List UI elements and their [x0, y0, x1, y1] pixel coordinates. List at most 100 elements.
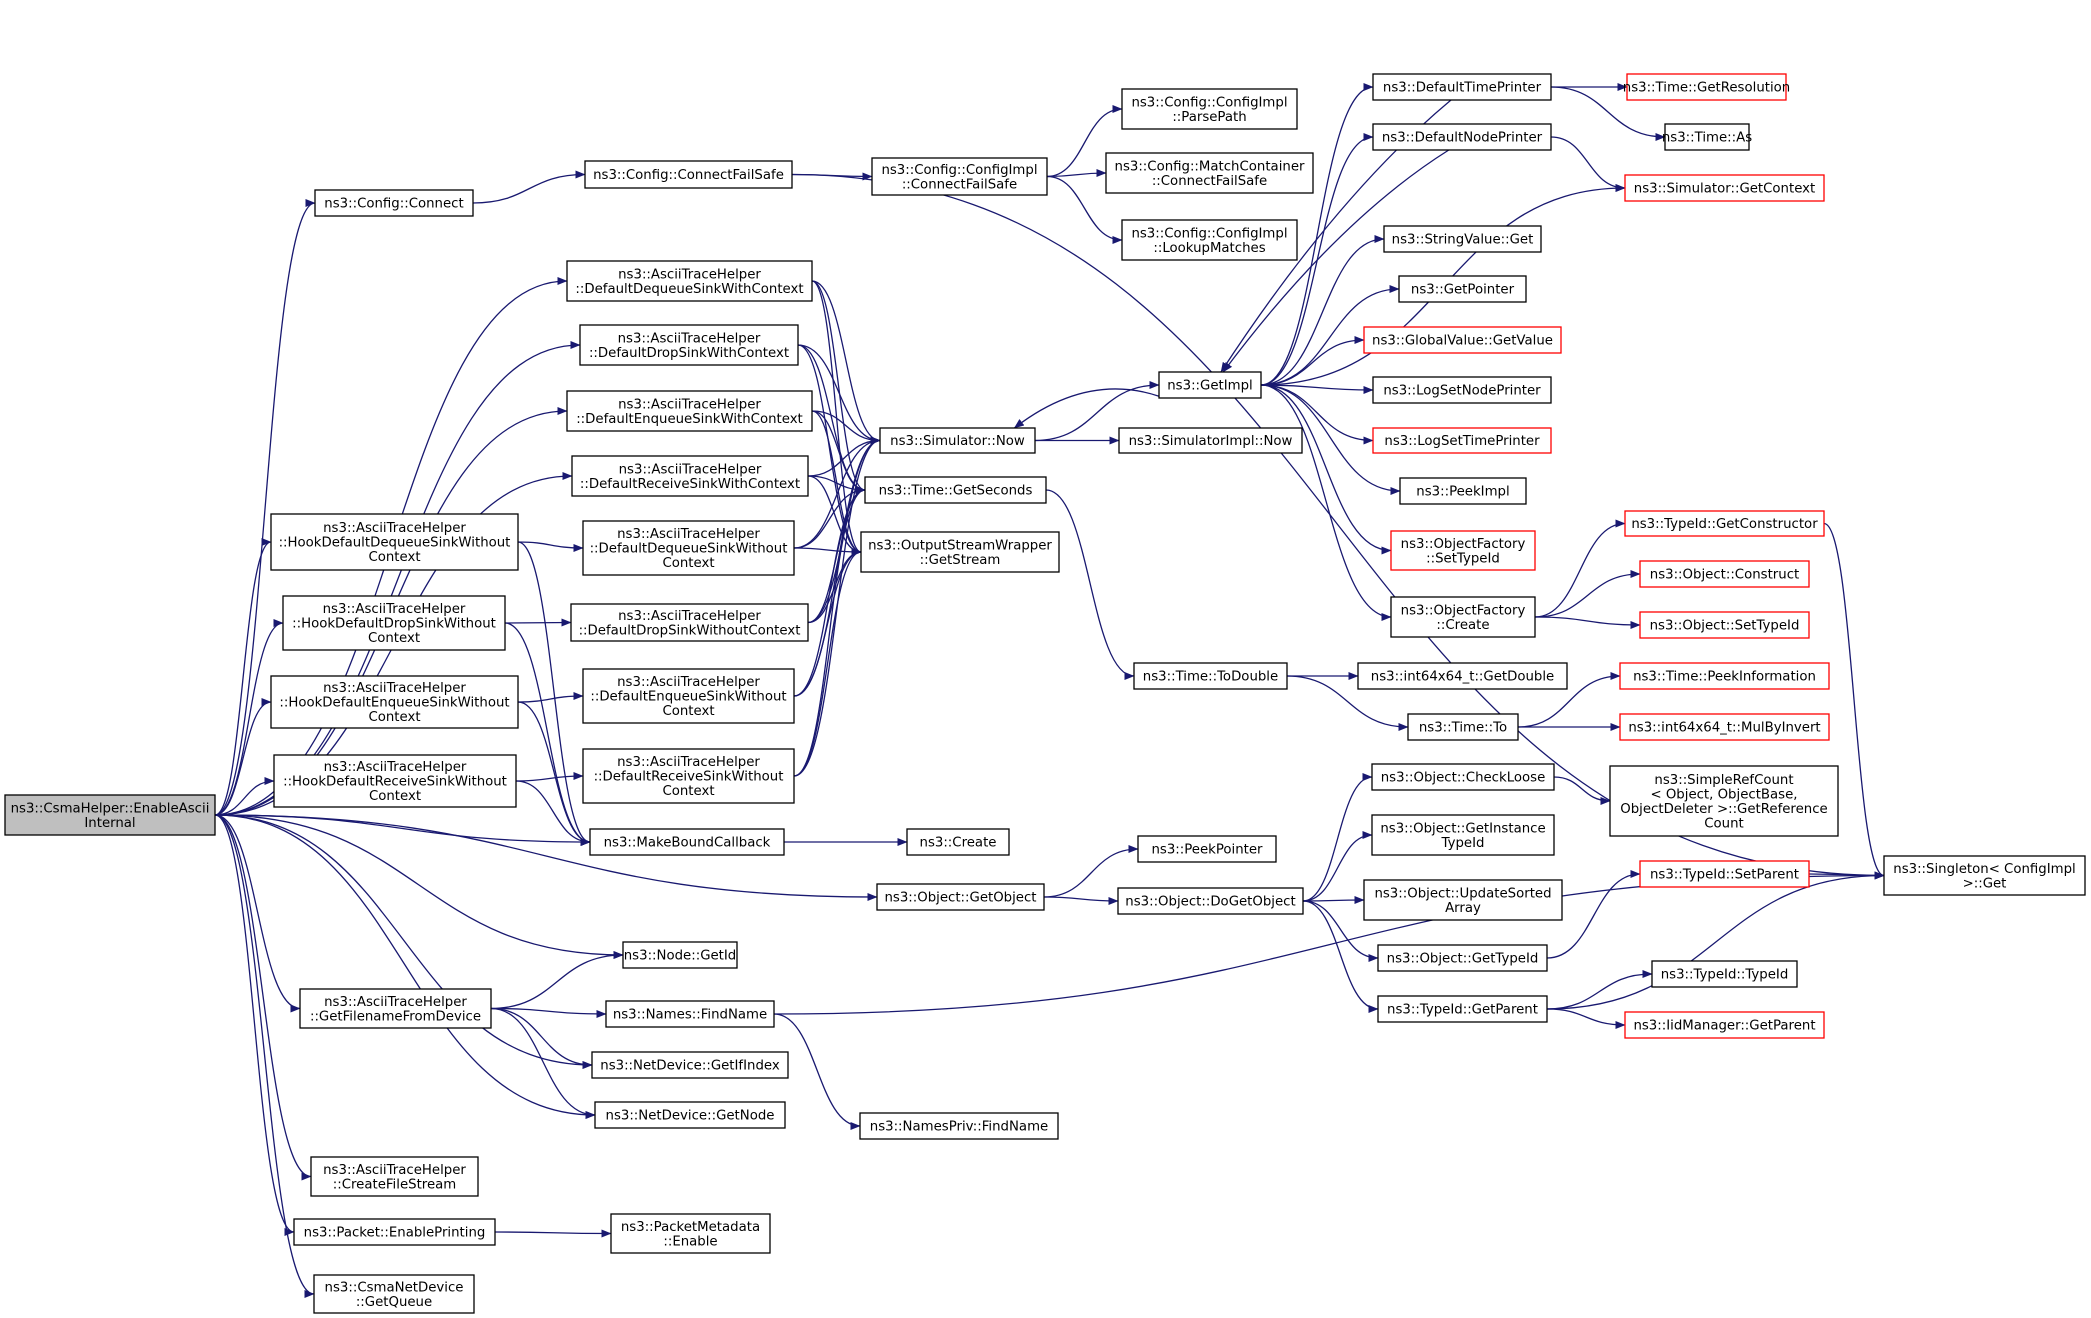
node-simpleRefCount[interactable]: ns3::SimpleRefCount< Object, ObjectBase,…: [1609, 765, 1839, 837]
node-box: [1371, 763, 1555, 791]
node-nodeGetId[interactable]: ns3::Node::GetId: [622, 941, 738, 969]
node-dfltDequeueCtx[interactable]: ns3::AsciiTraceHelper::DefaultDequeueSin…: [566, 260, 813, 302]
node-label: ns3::NetDevice::GetIfIndex: [600, 1059, 780, 1074]
node-label: ns3::AsciiTraceHelper: [323, 1163, 466, 1178]
node-globalValueGetValue[interactable]: ns3::GlobalValue::GetValue: [1363, 326, 1562, 354]
node-csmaGetQueue[interactable]: ns3::CsmaNetDevice::GetQueue: [313, 1274, 475, 1314]
node-simNow[interactable]: ns3::Simulator::Now: [879, 427, 1036, 454]
node-objConstruct[interactable]: ns3::Object::Construct: [1639, 560, 1810, 588]
edge-hookReceive-to-dfltReceiveNoCtx: [515, 772, 584, 782]
node-netdevGetIfIndex[interactable]: ns3::NetDevice::GetIfIndex: [591, 1051, 789, 1079]
node-namesFindName[interactable]: ns3::Names::FindName: [605, 1000, 775, 1028]
node-typeIdGetConstructor[interactable]: ns3::TypeId::GetConstructor: [1624, 510, 1825, 537]
node-hookEnqueue[interactable]: ns3::AsciiTraceHelper::HookDefaultEnqueu…: [270, 675, 519, 729]
node-objFactCreate[interactable]: ns3::ObjectFactory::Create: [1390, 596, 1536, 638]
node-hookDrop[interactable]: ns3::AsciiTraceHelper::HookDefaultDropSi…: [282, 595, 506, 651]
node-timeGetSeconds[interactable]: ns3::Time::GetSeconds: [864, 476, 1047, 504]
node-create[interactable]: ns3::Create: [906, 828, 1010, 856]
node-cfgConnect[interactable]: ns3::Config::Connect: [314, 189, 474, 217]
edge-namesFindName-to-namesPrivFindName: [773, 1013, 861, 1130]
node-makeBoundCallback[interactable]: ns3::MakeBoundCallback: [589, 828, 785, 856]
node-dfltDequeueNoCtx[interactable]: ns3::AsciiTraceHelper::DefaultDequeueSin…: [582, 520, 795, 576]
edge-getFilename-to-netdevGetNode: [490, 1007, 596, 1119]
node-implConnectFailSafe[interactable]: ns3::Config::ConfigImpl::ConnectFailSafe: [871, 157, 1048, 196]
node-typeIdGetParent[interactable]: ns3::TypeId::GetParent: [1377, 995, 1548, 1023]
node-cfgConnectFailSafe[interactable]: ns3::Config::ConnectFailSafe: [584, 160, 793, 189]
node-getImpl[interactable]: ns3::GetImpl: [1158, 371, 1262, 399]
node-oswGetStream[interactable]: ns3::OutputStreamWrapper::GetStream: [860, 531, 1060, 573]
node-hookDequeue[interactable]: ns3::AsciiTraceHelper::HookDefaultDequeu…: [270, 513, 519, 571]
edge-getImpl-to-globalValueGetValue: [1260, 336, 1365, 386]
node-implParsePath[interactable]: ns3::Config::ConfigImpl::ParsePath: [1121, 88, 1298, 130]
node-int64MulByInvert[interactable]: ns3::int64x64_t::MulByInvert: [1619, 713, 1830, 741]
node-objSetTypeId[interactable]: ns3::Object::SetTypeId: [1639, 611, 1810, 639]
edge-dfltDequeueCtx-to-oswGetStream: [811, 280, 862, 556]
node-box: [610, 1213, 771, 1254]
node-label: ns3::IidManager::GetParent: [1633, 1019, 1815, 1034]
node-matchConnectFailSafe[interactable]: ns3::Config::MatchContainer::ConnectFail…: [1105, 152, 1314, 194]
node-label: ns3::Create: [920, 836, 997, 851]
node-objGetTypeId[interactable]: ns3::Object::GetTypeId: [1377, 944, 1548, 972]
node-dfltDropNoCtx[interactable]: ns3::AsciiTraceHelper::DefaultDropSinkWi…: [570, 603, 809, 642]
node-peekImpl[interactable]: ns3::PeekImpl: [1399, 477, 1527, 505]
node-box: [1626, 73, 1787, 101]
node-logSetTimePrinter[interactable]: ns3::LogSetTimePrinter: [1372, 427, 1552, 454]
edge-typeIdGetConstructor-to-singletonGet: [1823, 522, 1885, 880]
node-typeIdSetParent[interactable]: ns3::TypeId::SetParent: [1639, 860, 1810, 888]
node-singletonGet[interactable]: ns3::Singleton< ConfigImpl>::Get: [1883, 855, 2086, 896]
node-dfltReceiveNoCtx[interactable]: ns3::AsciiTraceHelper::DefaultReceiveSin…: [582, 748, 795, 804]
node-timeGetResolution[interactable]: ns3::Time::GetResolution: [1623, 73, 1790, 101]
edge-objFactCreate-to-objSetTypeId: [1534, 616, 1641, 629]
node-pktMetaEnable[interactable]: ns3::PacketMetadata::Enable: [610, 1213, 771, 1254]
edge-timeGetSeconds-to-timeToDouble: [1045, 489, 1135, 680]
node-objCheckLoose[interactable]: ns3::Object::CheckLoose: [1371, 763, 1555, 791]
node-simImplNow[interactable]: ns3::SimulatorImpl::Now: [1118, 427, 1303, 454]
node-dfltReceiveCtx[interactable]: ns3::AsciiTraceHelper::DefaultReceiveSin…: [571, 455, 809, 497]
edge-objDoGetObject-to-objUpdateSortedArray: [1302, 896, 1365, 905]
node-stringValueGet[interactable]: ns3::StringValue::Get: [1383, 225, 1542, 253]
node-box: [584, 160, 793, 189]
node-label: ns3::AsciiTraceHelper: [323, 681, 466, 696]
node-dfltDropCtx[interactable]: ns3::AsciiTraceHelper::DefaultDropSinkWi…: [579, 324, 799, 366]
edge-defaultTimePrinter-to-timeAs: [1550, 86, 1666, 141]
node-label: TypeId: [1441, 836, 1485, 851]
node-label: ::ConnectFailSafe: [1152, 174, 1267, 189]
node-dfltEnqueueNoCtx[interactable]: ns3::AsciiTraceHelper::DefaultEnqueueSin…: [582, 668, 795, 724]
node-box: [1624, 1011, 1825, 1039]
node-box: [1357, 662, 1568, 690]
node-defaultTimePrinter[interactable]: ns3::DefaultTimePrinter: [1372, 73, 1552, 101]
node-defaultNodePrinter[interactable]: ns3::DefaultNodePrinter: [1372, 123, 1552, 151]
node-typeIdTypeId[interactable]: ns3::TypeId::TypeId: [1651, 960, 1798, 988]
node-netdevGetNode[interactable]: ns3::NetDevice::GetNode: [594, 1101, 786, 1129]
edge-dfltReceiveCtx-to-simNow: [807, 436, 881, 477]
call-edges: [214, 83, 1885, 1298]
node-label: ns3::Config::ConnectFailSafe: [593, 168, 784, 183]
node-hookReceive[interactable]: ns3::AsciiTraceHelper::HookDefaultReceiv…: [273, 754, 517, 808]
node-int64GetDouble[interactable]: ns3::int64x64_t::GetDouble: [1357, 662, 1568, 690]
node-objGetObject[interactable]: ns3::Object::GetObject: [876, 883, 1045, 911]
node-timeToDouble[interactable]: ns3::Time::ToDouble: [1133, 662, 1288, 690]
node-implLookupMatches[interactable]: ns3::Config::ConfigImpl::LookupMatches: [1121, 219, 1298, 261]
node-dfltEnqueueCtx[interactable]: ns3::AsciiTraceHelper::DefaultEnqueueSin…: [566, 390, 813, 432]
node-pktEnablePrinting[interactable]: ns3::Packet::EnablePrinting: [293, 1218, 496, 1246]
node-objDoGetObject[interactable]: ns3::Object::DoGetObject: [1117, 887, 1304, 915]
edge-root-to-cfgConnect: [214, 199, 316, 816]
node-peekPointer[interactable]: ns3::PeekPointer: [1137, 835, 1277, 863]
node-timeAs[interactable]: ns3::Time::As: [1662, 123, 1752, 151]
node-iidGetParent[interactable]: ns3::IidManager::GetParent: [1624, 1011, 1825, 1039]
node-createFileStream[interactable]: ns3::AsciiTraceHelper::CreateFileStream: [310, 1156, 479, 1197]
node-label: ::DefaultDequeueSinkWithContext: [575, 282, 803, 297]
node-timeTo[interactable]: ns3::Time::To: [1407, 713, 1519, 741]
edge-hookDrop-to-dfltDropNoCtx: [504, 618, 572, 627]
node-namesPrivFindName[interactable]: ns3::NamesPriv::FindName: [859, 1112, 1059, 1140]
node-logSetNodePrinter[interactable]: ns3::LogSetNodePrinter: [1372, 376, 1552, 404]
node-simGetContext[interactable]: ns3::Simulator::GetContext: [1624, 174, 1825, 202]
node-objFactSetTypeId[interactable]: ns3::ObjectFactory::SetTypeId: [1390, 530, 1536, 571]
node-getPointer[interactable]: ns3::GetPointer: [1398, 275, 1527, 303]
node-box: [571, 455, 809, 497]
node-getFilename[interactable]: ns3::AsciiTraceHelper::GetFilenameFromDe…: [299, 988, 492, 1029]
node-timePeekInformation[interactable]: ns3::Time::PeekInformation: [1619, 662, 1830, 690]
